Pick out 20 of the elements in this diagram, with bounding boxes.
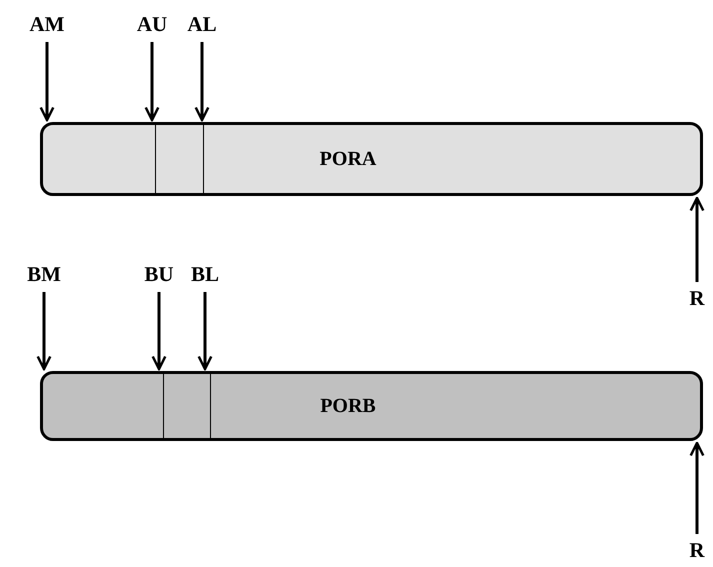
pointer-label: BM (16, 262, 72, 286)
arrow (198, 292, 212, 370)
arrow (690, 442, 704, 534)
pointer-label: AU (132, 12, 172, 36)
pointer-label: BU (138, 262, 180, 286)
pointer-label: R (686, 538, 708, 562)
arrow (36, 292, 52, 370)
arrow (152, 292, 166, 370)
pointer-label: AM (19, 12, 75, 36)
arrow (144, 42, 160, 122)
pointer-label: AL (183, 12, 221, 36)
register-name: PORA (320, 147, 376, 171)
pointer-label: BL (186, 262, 224, 286)
arrow (40, 42, 54, 122)
register-bar (40, 122, 703, 196)
arrow (690, 196, 704, 282)
register-bar (40, 371, 703, 441)
register-name: PORB (320, 394, 376, 418)
arrow (194, 42, 210, 122)
pointer-label: R (686, 286, 708, 310)
